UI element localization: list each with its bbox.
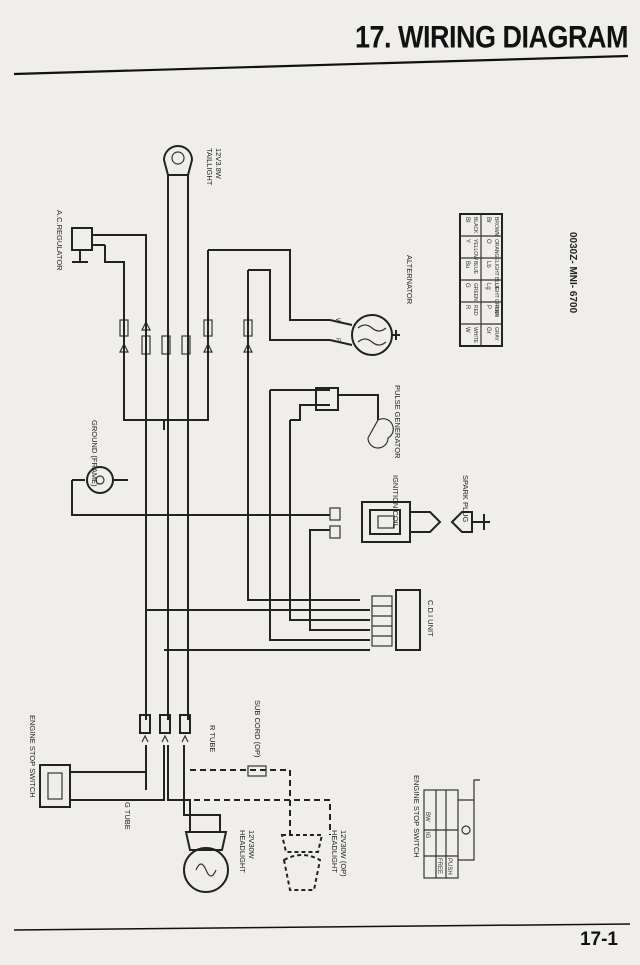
ac-regulator-label: A.C.REGULATOR [55,210,64,271]
headlight-spec: 12V30W [247,830,256,860]
footer-rule [13,923,631,931]
harness-wires [71,234,370,720]
legend-name: BLACK [472,217,478,234]
sub-cord-label: SUB CORD (OP) [253,700,262,758]
headlight: HEADLIGHT 12V30W [183,830,256,893]
connector-upper [119,319,253,355]
ignition-coil: IGNITION COIL [329,475,442,543]
headlight-label: HEADLIGHT [238,830,247,873]
tail-light-spec: 12V3.8W [214,148,223,180]
switch-free: FREE [436,858,442,874]
pulse-generator-label: PULSE GENERATOR [393,385,402,459]
ac-regulator: A.C.REGULATOR [55,210,120,271]
ignition-coil-label: IGNITION COIL [391,475,400,528]
legend-name: GREEN [472,283,478,301]
cdi-unit: C.D.I UNIT [371,589,435,651]
legend-name: LIGHT BLUE [493,261,499,291]
legend-name: BLUE [472,261,478,275]
r-tube-label: R TUBE [208,725,217,752]
spark-plug: SPARK PLUG [450,475,490,533]
legend-name: GRAY [493,327,499,341]
engine-stop-switch: ENGINE STOP SWITCH [28,715,82,808]
g-tube-label: G TUBE [123,802,132,830]
connector-lower: R TUBE SUB CORD (OP) G TUBE [80,700,331,835]
header-rule [13,54,629,76]
legend-name: ORANGE [493,239,499,261]
ground-label: GROUND (FRAME) [90,420,99,487]
headlight-op-label: HEADLIGHT [330,830,339,873]
legend-name: LIGHT GREEN [493,283,499,317]
legend-code: R [464,305,470,310]
legend-name: WHITE [472,327,478,344]
legend-code: BI [464,217,470,223]
doc-code: 0030Z- MNI- 6700 [567,232,578,314]
page-number: 17-1 [579,929,618,950]
tail-light-label: TAILLIGHT [205,148,214,186]
legend-code: W [464,327,470,333]
page-title: 17. WIRING DIAGRAM [354,20,629,55]
switch-push: PUSH [446,858,452,875]
alternator: ALTERNATOR W R [329,255,414,356]
legend-code: Lg [485,283,491,290]
svg-text:W: W [334,318,340,324]
legend-code: Gr [485,327,491,334]
alternator-label: ALTERNATOR [405,255,414,305]
headlight-op-spec: 12V30W (OP) [339,830,348,877]
switch-table: IG BW FREE PUSH ENGINE STOP SWITCH [412,775,480,879]
pulse-generator: PULSE GENERATOR [315,385,402,459]
engine-stop-switch-label: ENGINE STOP SWITCH [28,715,37,798]
switch-table-title: ENGINE STOP SWITCH [412,775,421,858]
tail-light: TAILLIGHT 12V3.8W [162,145,223,330]
ground: GROUND (FRAME) [86,420,128,494]
switch-ig: IG [424,832,430,839]
legend-code: G [464,283,470,288]
legend-name: BROWN [493,217,499,237]
legend-code: Lb [485,261,491,268]
cdi-unit-label: C.D.I UNIT [426,600,435,637]
legend-code: Bu [464,261,470,268]
legend-code: Br [485,217,491,223]
legend-code: P [485,305,491,309]
legend-code: Y [464,239,470,243]
legend-name: YELLOW [472,239,478,260]
spark-plug-label: SPARK PLUG [461,475,470,523]
headlight-op: HEADLIGHT 12V30W (OP) [280,830,348,891]
legend-name: PINK [493,305,499,317]
legend-code: O [485,239,491,244]
svg-text:R: R [334,338,340,343]
switch-bw: BW [424,812,430,822]
legend-name: RED [472,305,478,316]
